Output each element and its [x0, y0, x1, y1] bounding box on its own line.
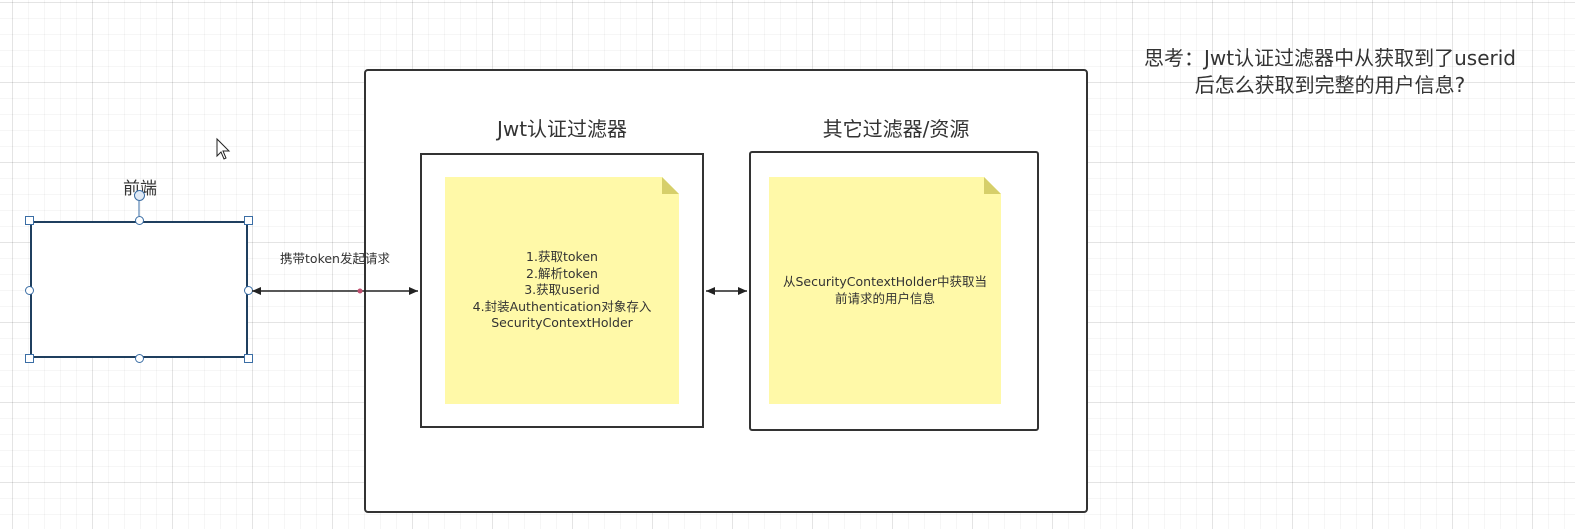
resize-handle-bottom[interactable]: [135, 354, 144, 363]
jwt-step-4-cont: SecurityContextHolder: [491, 315, 633, 331]
resize-handle-top-left[interactable]: [25, 216, 34, 225]
thought-line-2: 后怎么获取到完整的用户信息?: [1194, 73, 1466, 97]
other-filters-text: 从SecurityContextHolder中获取当 前请求的用户信息: [783, 274, 987, 307]
resize-handle-left[interactable]: [25, 286, 34, 295]
other-text-line-1: 从SecurityContextHolder中获取当: [782, 274, 988, 289]
resize-handle-bottom-left[interactable]: [25, 354, 34, 363]
mouse-pointer-icon: [216, 137, 231, 160]
rotate-handle[interactable]: [134, 190, 145, 201]
other-filters-note[interactable]: 从SecurityContextHolder中获取当 前请求的用户信息: [769, 177, 1001, 404]
jwt-filter-title: Jwt认证过滤器: [496, 117, 628, 141]
jwt-step-2: 2.解析token: [526, 265, 598, 281]
jwt-steps-note[interactable]: 1.获取token 2.解析token 3.获取userid 4.封装Authe…: [445, 177, 679, 404]
resize-handle-top-right[interactable]: [244, 216, 253, 225]
resize-handle-top[interactable]: [135, 216, 144, 225]
jwt-step-4: 4.封装Authentication对象存入: [472, 298, 652, 314]
jwt-steps-text: 1.获取token 2.解析token 3.获取userid 4.封装Authe…: [473, 249, 652, 332]
request-arrow[interactable]: [252, 287, 418, 295]
other-filters-title: 其它过滤器/资源: [822, 117, 970, 141]
frontend-label: 前端: [123, 179, 157, 199]
thought-question: 思考：Jwt认证过滤器中从获取到了userid 后怎么获取到完整的用户信息?: [1105, 45, 1555, 99]
jwt-step-3: 3.获取userid: [524, 282, 600, 298]
resize-handle-bottom-right[interactable]: [244, 354, 253, 363]
request-arrow-label: 携带token发起请求: [280, 251, 390, 266]
thought-line-1: 思考：Jwt认证过滤器中从获取到了userid: [1144, 46, 1516, 70]
other-text-line-2: 前请求的用户信息: [834, 290, 935, 306]
waypoint-dot[interactable]: [357, 288, 363, 294]
jwt-step-1: 1.获取token: [526, 249, 598, 265]
